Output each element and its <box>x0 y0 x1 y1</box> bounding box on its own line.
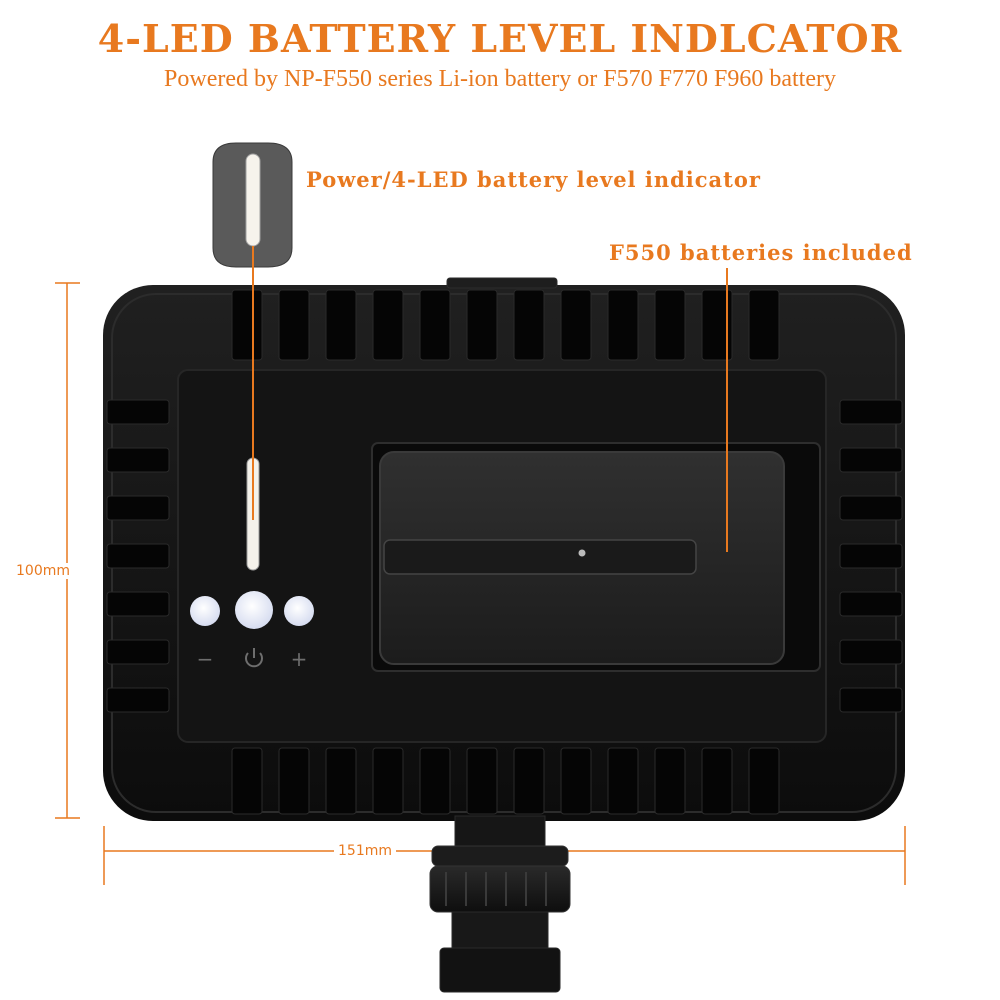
minus-icon: − <box>197 647 214 671</box>
left-vents <box>106 399 170 713</box>
height-dimension-line <box>55 282 80 819</box>
top-vents <box>231 289 780 361</box>
right-vents <box>839 399 903 713</box>
plus-icon: + <box>291 647 308 671</box>
minus-button[interactable] <box>190 596 220 626</box>
battery-callout-label: F550 batteries included <box>609 240 913 265</box>
page-title: 4-LED BATTERY LEVEL INDLCATOR <box>97 16 903 61</box>
indicator-callout-label: Power/4-LED battery level indicator <box>306 167 761 192</box>
hot-shoe-mount <box>429 815 571 993</box>
height-dimension-label: 100mm <box>14 563 72 579</box>
power-button[interactable] <box>235 591 273 629</box>
battery <box>379 451 785 665</box>
width-dimension-label: 151mm <box>334 843 396 859</box>
power-icon <box>245 648 263 668</box>
bottom-vents <box>231 747 780 815</box>
page-subtitle: Powered by NP-F550 series Li-ion battery… <box>164 66 836 92</box>
plus-button[interactable] <box>284 596 314 626</box>
